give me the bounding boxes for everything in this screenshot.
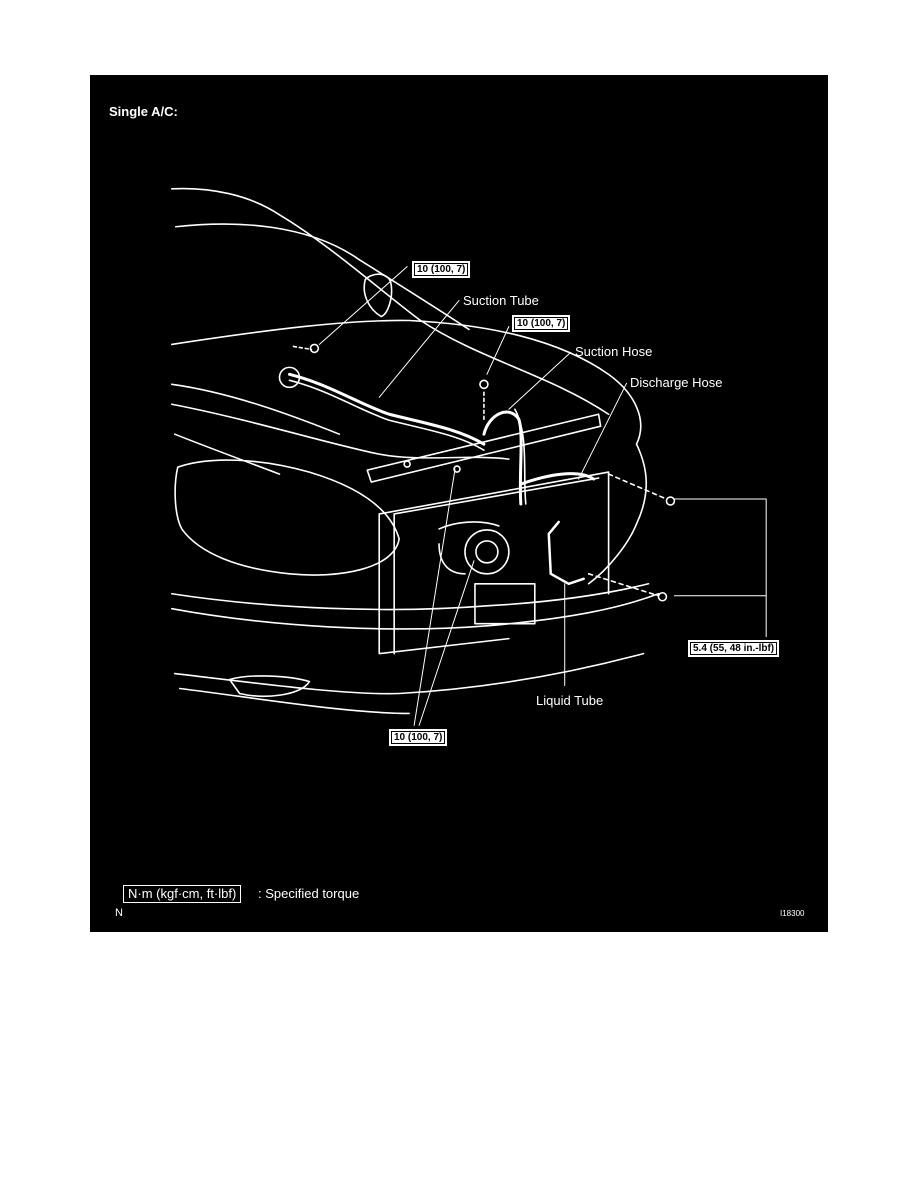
- diagram-panel: Single A/C: 10 (100, 7) Suction Tube 10 …: [89, 74, 829, 933]
- discharge-hose-label: Discharge Hose: [630, 375, 723, 390]
- firewall-fitting: [278, 366, 301, 389]
- bolt-left-bracket: [403, 460, 411, 468]
- bolt-right-lower: [587, 573, 660, 597]
- torque-label-lower: 10 (100, 7): [389, 729, 448, 746]
- suction-tube-line: [287, 372, 486, 446]
- fog-lamp: [228, 675, 311, 697]
- condenser: [378, 471, 610, 655]
- discharge-hose-line: [519, 472, 596, 486]
- legend-units-box: N·m (kgf·cm, ft·lbf): [123, 885, 242, 903]
- bolt-right-upper: [607, 473, 668, 500]
- suction-tube-label: Suction Tube: [463, 293, 539, 308]
- leader-lower-b: [418, 560, 475, 726]
- hood-edge: [170, 187, 610, 416]
- corner-mark: N: [115, 907, 123, 919]
- leader-upper-left: [318, 266, 408, 345]
- compressor: [464, 529, 510, 575]
- leader-discharge-hose: [578, 382, 628, 480]
- torque-label-upper-left: 10 (100, 7): [412, 261, 471, 278]
- bolt-upper-left: [292, 345, 313, 351]
- legend-text: : Specified torque: [258, 886, 360, 901]
- bumper-lower: [173, 652, 645, 695]
- leader-right: [673, 498, 767, 638]
- figure-id: I18300: [780, 909, 805, 918]
- suction-hose-label: Suction Hose: [575, 344, 653, 359]
- liquid-tube-label: Liquid Tube: [536, 693, 604, 708]
- bumper-upper: [170, 582, 650, 611]
- leader-suction-tube: [378, 300, 460, 398]
- leader-lower-a: [413, 468, 456, 726]
- torque-label-upper-mid: 10 (100, 7): [512, 315, 571, 332]
- vehicle-line-drawing: [170, 187, 767, 726]
- nut-upper-mid: [479, 379, 489, 390]
- headlamp: [174, 459, 400, 576]
- hood-edge-inner: [174, 223, 470, 331]
- liquid-tube-line: [547, 520, 585, 586]
- torque-label-right: 5.4 (55, 48 in.-lbf): [688, 640, 780, 657]
- leader-suction-hose: [508, 351, 572, 410]
- leader-upper-mid: [486, 325, 510, 375]
- mirror: [363, 273, 393, 318]
- diagram-title: Single A/C:: [109, 104, 178, 119]
